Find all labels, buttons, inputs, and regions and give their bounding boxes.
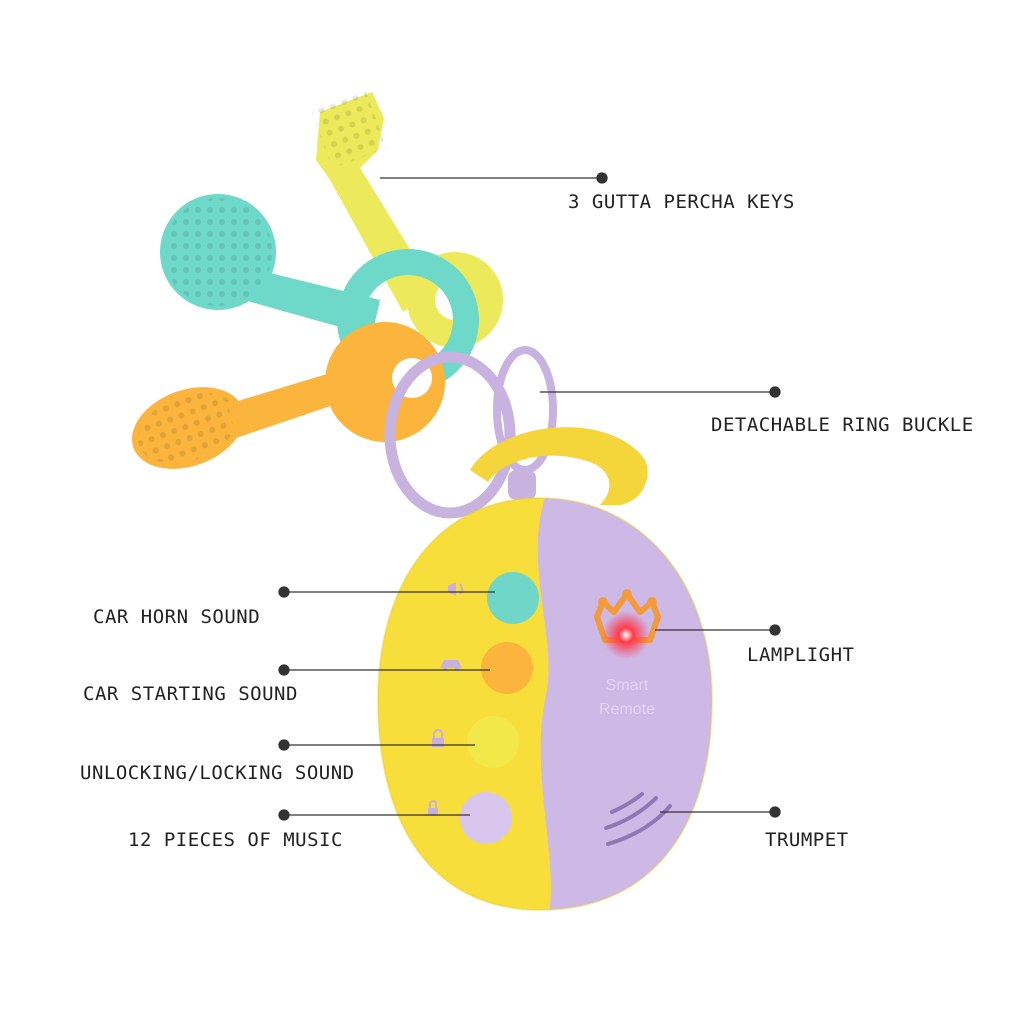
label-lamplight: LAMPLIGHT <box>747 644 855 666</box>
ring-buckle <box>384 346 557 519</box>
label-trumpet: TRUMPET <box>765 829 849 851</box>
label-music: 12 PIECES OF MUSIC <box>128 829 343 851</box>
remote-print-line2: Remote <box>599 701 655 718</box>
music-button[interactable] <box>460 792 512 844</box>
label-starting: CAR STARTING SOUND <box>83 683 298 705</box>
leader-lines <box>278 172 781 821</box>
label-ring-buckle: DETACHABLE RING BUCKLE <box>711 414 974 436</box>
teal-key <box>160 194 479 391</box>
remote-body <box>376 496 714 912</box>
label-keys: 3 GUTTA PERCHA KEYS <box>568 191 795 213</box>
remote-print-line1: Smart <box>606 677 649 694</box>
orange-key <box>131 322 445 469</box>
lock-icon <box>432 729 444 747</box>
music-icon <box>428 800 438 816</box>
crown-icon <box>594 589 661 659</box>
speaker-icon <box>604 792 672 846</box>
remote-handle <box>470 427 648 505</box>
unlocking-button[interactable] <box>467 716 519 768</box>
horn-button[interactable] <box>487 572 539 624</box>
label-horn: CAR HORN SOUND <box>93 606 261 628</box>
label-unlocking: UNLOCKING/LOCKING SOUND <box>80 762 355 784</box>
starting-button[interactable] <box>481 642 533 694</box>
